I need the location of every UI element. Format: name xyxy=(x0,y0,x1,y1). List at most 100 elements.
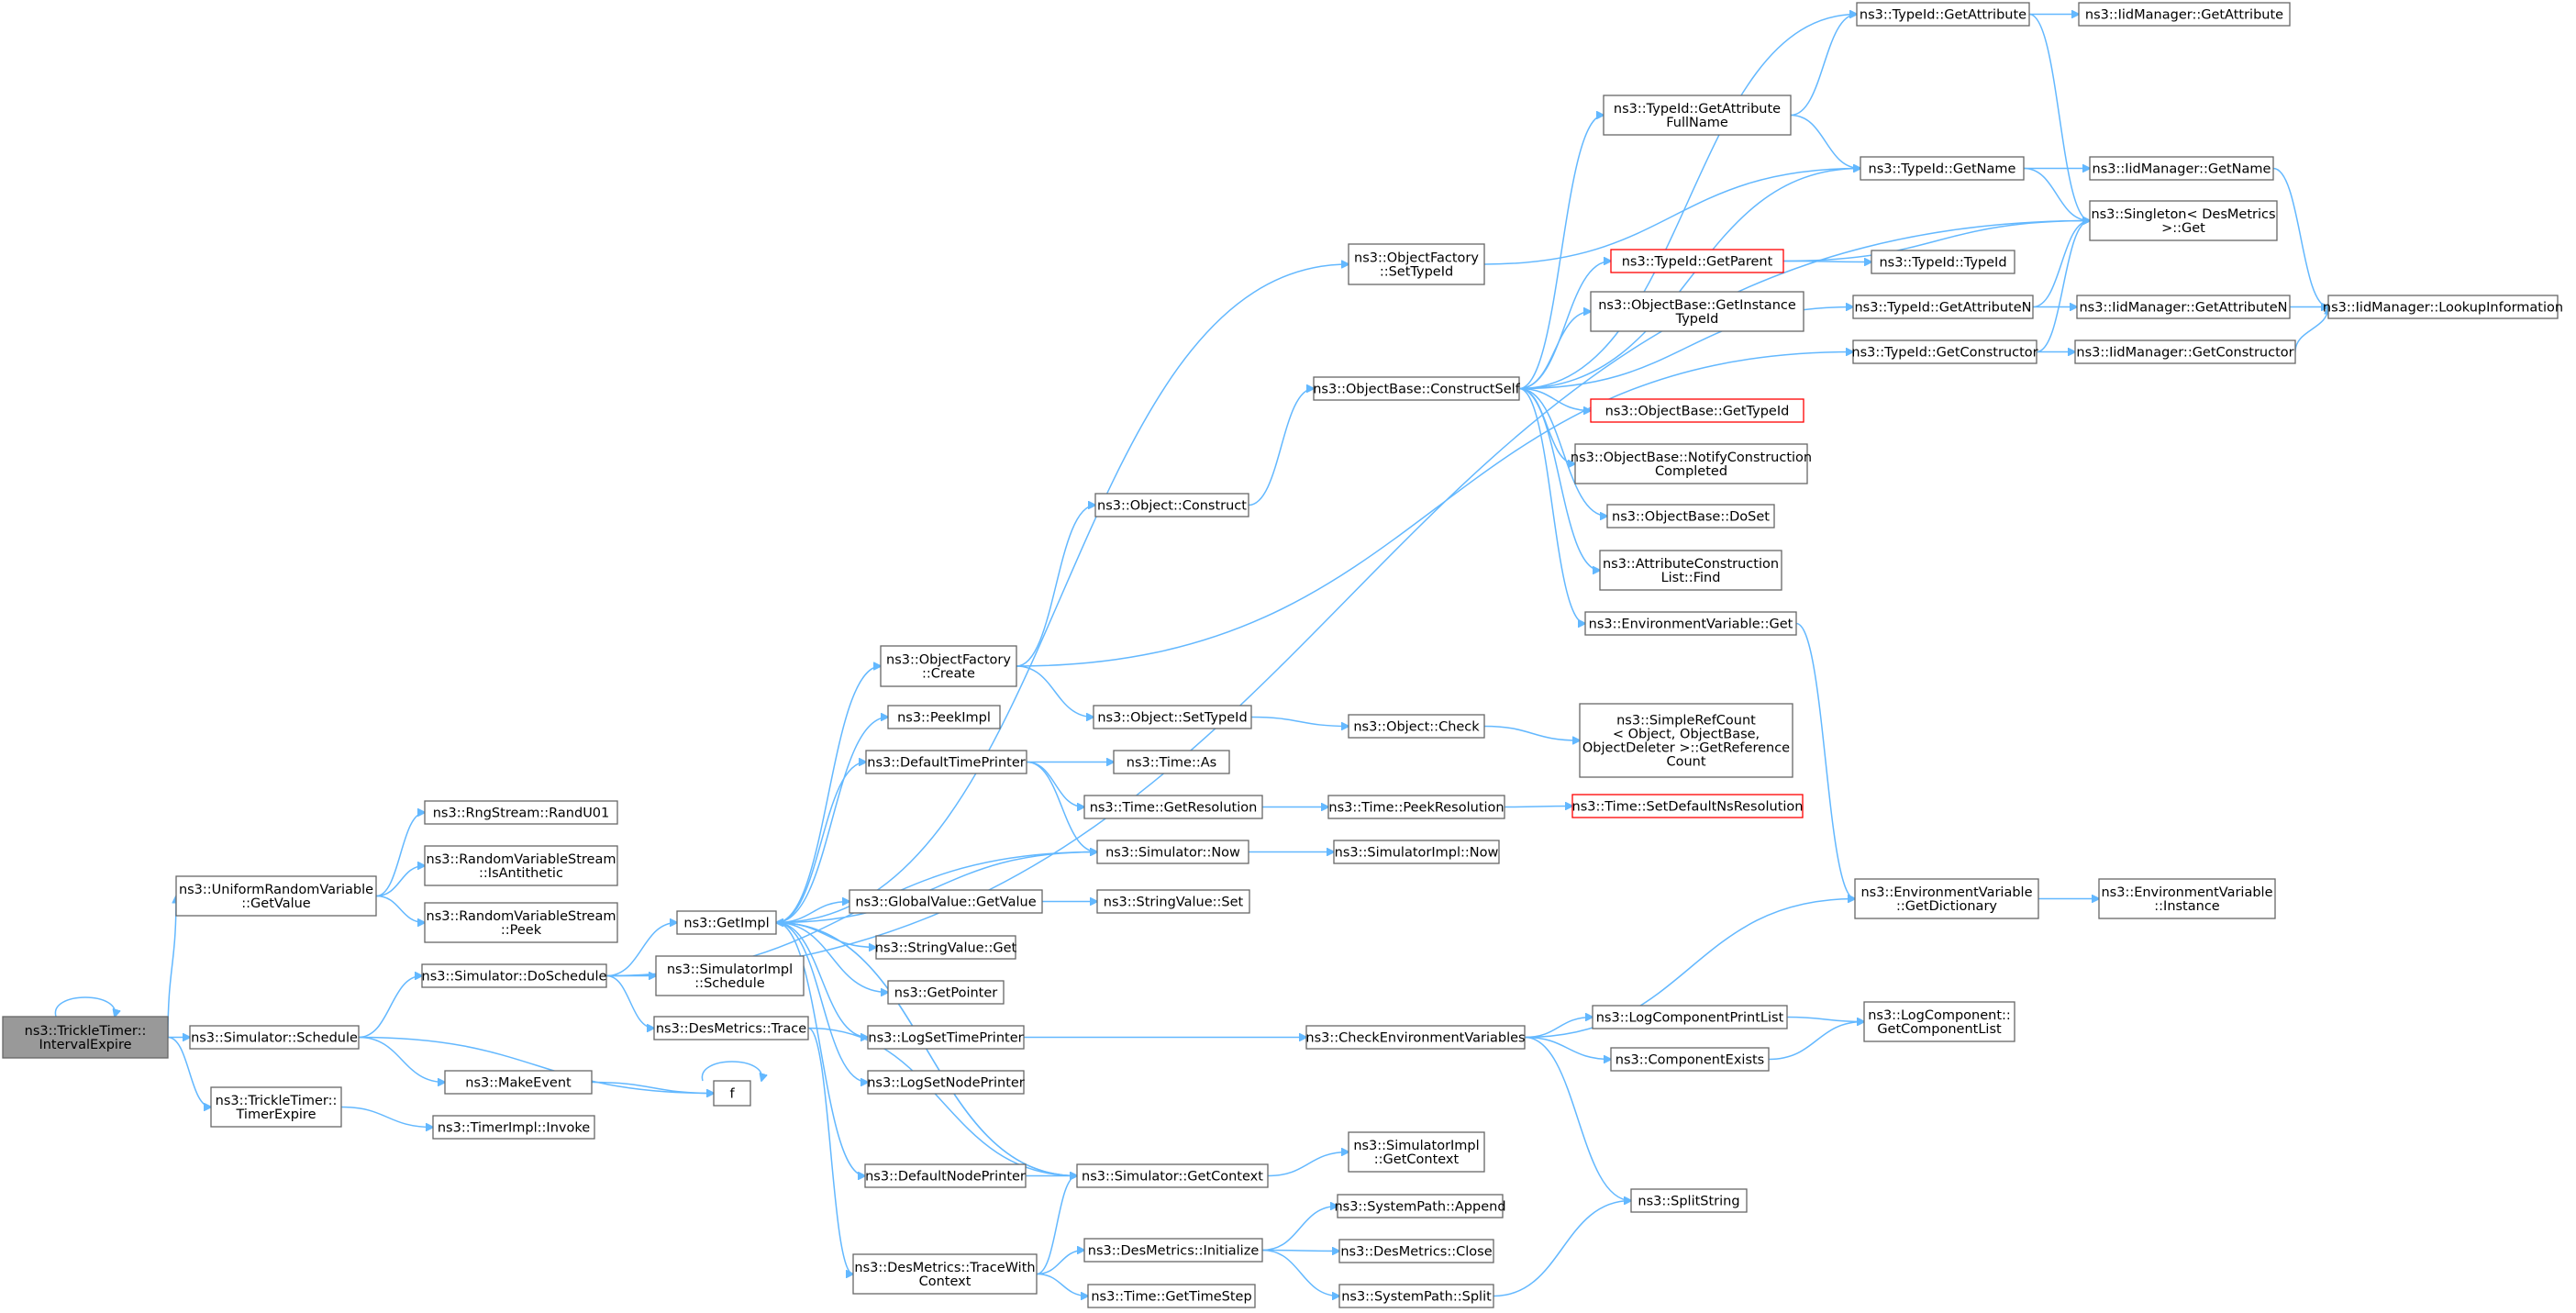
node-stringvalue-get[interactable]: ns3::StringValue::Get xyxy=(875,935,1017,960)
node-box[interactable] xyxy=(1863,1001,2015,1042)
node-box[interactable] xyxy=(1338,1239,1494,1263)
node-box[interactable] xyxy=(1592,1005,1788,1029)
node-timerimpl-invoke[interactable]: ns3::TimerImpl::Invoke xyxy=(432,1115,595,1140)
node-box[interactable] xyxy=(1096,840,1249,864)
node-box[interactable] xyxy=(1630,1188,1748,1213)
node-defaultnodeprinter[interactable]: ns3::DefaultNodePrinter xyxy=(864,1163,1027,1188)
node-box[interactable] xyxy=(1610,1047,1770,1072)
node-box[interactable] xyxy=(1860,156,2025,181)
node-box[interactable] xyxy=(887,980,1005,1005)
node-objfactory-settypeid[interactable]: ns3::ObjectFactory::SetTypeId xyxy=(1348,243,1485,285)
node-box[interactable] xyxy=(1305,1025,1526,1050)
node-box[interactable] xyxy=(1852,295,2034,319)
node-singleton-get[interactable]: ns3::Singleton< DesMetrics>::Get xyxy=(2089,200,2278,241)
node-box[interactable] xyxy=(1603,95,1792,136)
node-splitstring[interactable]: ns3::SplitString xyxy=(1630,1188,1748,1213)
node-box[interactable] xyxy=(864,1163,1027,1188)
node-logcomponentprintlist[interactable]: ns3::LogComponentPrintList xyxy=(1592,1005,1788,1029)
node-box[interactable] xyxy=(1571,794,1804,818)
node-object-construct[interactable]: ns3::Object::Construct xyxy=(1094,493,1249,517)
node-box[interactable] xyxy=(852,1253,1038,1295)
node-box[interactable] xyxy=(1313,376,1520,401)
node-box[interactable] xyxy=(2327,295,2559,319)
node-time-gettimestep[interactable]: ns3::Time::GetTimeStep xyxy=(1087,1284,1256,1308)
node-componentexists[interactable]: ns3::ComponentExists xyxy=(1610,1047,1770,1072)
node-simimpl-getcontext[interactable]: ns3::SimulatorImpl::GetContext xyxy=(1348,1131,1485,1173)
node-box[interactable] xyxy=(2089,200,2278,241)
node-box[interactable] xyxy=(1590,291,1804,332)
node-stringvalue-set[interactable]: ns3::StringValue::Set xyxy=(1096,889,1250,914)
node-objectbase-notifyconstructioncompleted[interactable]: ns3::ObjectBase::NotifyConstructionCompl… xyxy=(1571,443,1812,484)
node-box[interactable] xyxy=(175,875,377,917)
node-box[interactable] xyxy=(1599,550,1782,591)
node-box[interactable] xyxy=(653,1016,809,1040)
node-box[interactable] xyxy=(1087,1284,1256,1308)
node-box[interactable] xyxy=(424,902,618,943)
node-box[interactable] xyxy=(849,889,1043,914)
node-simplerefcount[interactable]: ns3::SimpleRefCount< Object, ObjectBase,… xyxy=(1579,703,1793,778)
node-box[interactable] xyxy=(713,1080,751,1107)
node-box[interactable] xyxy=(2089,156,2274,181)
node-box[interactable] xyxy=(1083,795,1263,819)
node-simimpl-schedule[interactable]: ns3::SimulatorImpl::Schedule xyxy=(655,955,805,996)
node-box[interactable] xyxy=(1348,243,1485,285)
node-peekimpl[interactable]: ns3::PeekImpl xyxy=(887,705,1001,729)
node-getpointer[interactable]: ns3::GetPointer xyxy=(887,980,1005,1005)
node-makeevent[interactable]: ns3::MakeEvent xyxy=(444,1070,593,1095)
node-sim-getcontext[interactable]: ns3::Simulator::GetContext xyxy=(1076,1163,1269,1188)
node-iidmanager-getconstructor[interactable]: ns3::IidManager::GetConstructor xyxy=(2074,339,2296,364)
node-logsetnodeprinter[interactable]: ns3::LogSetNodePrinter xyxy=(867,1070,1025,1095)
node-box[interactable] xyxy=(1856,2,2030,27)
node-simimpl-now[interactable]: ns3::SimulatorImpl::Now xyxy=(1333,840,1500,864)
node-sim-now[interactable]: ns3::Simulator::Now xyxy=(1096,840,1249,864)
node-envvar-get[interactable]: ns3::EnvironmentVariable::Get xyxy=(1584,611,1797,636)
node-box[interactable] xyxy=(875,935,1016,960)
node-box[interactable] xyxy=(2074,339,2296,364)
node-sim-doschedule[interactable]: ns3::Simulator::DoSchedule xyxy=(421,963,607,988)
node-box[interactable] xyxy=(2076,295,2291,319)
node-typeid-getattribute[interactable]: ns3::TypeId::GetAttribute xyxy=(1856,2,2030,27)
node-box[interactable] xyxy=(655,955,805,996)
node-box[interactable] xyxy=(1333,840,1500,864)
node-trickle-timerexpire[interactable]: ns3::TrickleTimer::TimerExpire xyxy=(210,1086,342,1128)
node-object-settypeid[interactable]: ns3::Object::SetTypeId xyxy=(1093,705,1252,729)
node-typeid-typeid[interactable]: ns3::TypeId::TypeId xyxy=(1871,250,2015,274)
node-box[interactable] xyxy=(1338,1284,1494,1308)
node-box[interactable] xyxy=(1871,250,2015,274)
node-desmetrics-close[interactable]: ns3::DesMetrics::Close xyxy=(1338,1239,1494,1263)
node-f[interactable]: f xyxy=(713,1080,751,1107)
node-objectbase-doset[interactable]: ns3::ObjectBase::DoSet xyxy=(1606,504,1775,529)
node-box[interactable] xyxy=(424,845,618,886)
node-logcomponent-getcomponentlist[interactable]: ns3::LogComponent::GetComponentList xyxy=(1863,1001,2015,1042)
node-typeid-getconstructor[interactable]: ns3::TypeId::GetConstructor xyxy=(1851,339,2038,364)
node-globalvalue-getvalue[interactable]: ns3::GlobalValue::GetValue xyxy=(849,889,1043,914)
node-iidmanager-getattribute[interactable]: ns3::IidManager::GetAttribute xyxy=(2078,2,2291,27)
node-box[interactable] xyxy=(1584,611,1797,636)
node-time-setdefaultnsresolution[interactable]: ns3::Time::SetDefaultNsResolution xyxy=(1571,794,1804,818)
node-typeid-getparent[interactable]: ns3::TypeId::GetParent xyxy=(1610,249,1784,273)
node-rvs-isantithetic[interactable]: ns3::RandomVariableStream::IsAntithetic xyxy=(424,845,618,886)
node-box[interactable] xyxy=(1096,889,1250,914)
node-box[interactable] xyxy=(865,750,1027,774)
node-check-env[interactable]: ns3::CheckEnvironmentVariables xyxy=(1305,1025,1526,1050)
node-sim-schedule[interactable]: ns3::Simulator::Schedule xyxy=(189,1025,360,1050)
node-envvar-getdictionary[interactable]: ns3::EnvironmentVariable::GetDictionary xyxy=(1854,878,2039,919)
node-time-as[interactable]: ns3::Time::As xyxy=(1113,750,1230,774)
node-defaulttimeprinter[interactable]: ns3::DefaultTimePrinter xyxy=(865,750,1027,774)
node-box[interactable] xyxy=(1093,705,1252,729)
node-box[interactable] xyxy=(676,910,777,935)
node-box[interactable] xyxy=(867,1070,1025,1095)
node-systempath-split[interactable]: ns3::SystemPath::Split xyxy=(1338,1284,1494,1308)
node-rng-randu01[interactable]: ns3::RngStream::RandU01 xyxy=(424,800,618,825)
node-root[interactable]: ns3::TrickleTimer::IntervalExpire xyxy=(2,1016,169,1059)
node-objfactory-create[interactable]: ns3::ObjectFactory::Create xyxy=(880,645,1017,687)
node-time-peekresolution[interactable]: ns3::Time::PeekResolution xyxy=(1327,795,1505,819)
node-box[interactable] xyxy=(2078,2,2291,27)
node-box[interactable] xyxy=(887,705,1001,729)
node-box[interactable] xyxy=(432,1115,595,1140)
node-box[interactable] xyxy=(1574,443,1808,484)
node-box[interactable] xyxy=(2,1016,169,1059)
